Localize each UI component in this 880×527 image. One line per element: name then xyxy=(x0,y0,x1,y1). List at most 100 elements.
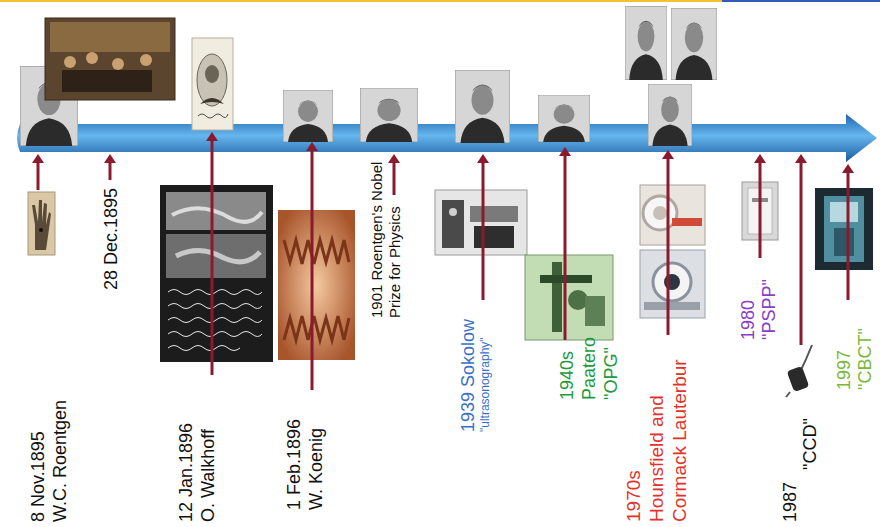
walkhoff-xray-part xyxy=(166,192,266,230)
ultrasound-photo-part xyxy=(474,226,514,248)
timeline-label: "CBCT" xyxy=(855,328,876,390)
cbct-machine-photo xyxy=(815,188,873,270)
ct-scanner-photos xyxy=(640,185,705,318)
timeline-label: O. Walkhoff xyxy=(198,429,219,522)
koenig-xray xyxy=(278,210,355,360)
timeline-label: 1901 Roentgen's Nobel xyxy=(368,162,385,318)
timeline-pins-part xyxy=(477,154,489,163)
ultrasound-photo-part xyxy=(435,190,527,255)
timeline-label: "OPG" xyxy=(601,347,622,400)
ct-scanner-photos-part xyxy=(640,185,705,245)
timeline-pins-part xyxy=(842,164,854,173)
opg-photo xyxy=(525,255,613,340)
koenig-xray-part xyxy=(284,240,349,264)
painting-photo-part xyxy=(50,22,170,52)
painting-photo-part xyxy=(64,56,76,68)
timeline-label: Hounsfield and xyxy=(646,395,668,522)
timeline-pins-part xyxy=(800,162,803,345)
walkhoff-xray-part xyxy=(168,304,262,309)
walkhoff-xray-part xyxy=(176,250,260,261)
cbct-machine-photo-part xyxy=(815,188,873,270)
cbct-machine-photo-part xyxy=(830,202,858,222)
timeline-label: 8 Nov.1895 xyxy=(28,431,49,522)
timeline-pins-part xyxy=(482,162,485,300)
timeline-label: 1940s xyxy=(557,351,578,400)
ultrasound-photo xyxy=(435,190,527,255)
hand-xray-part xyxy=(39,228,43,232)
timeline-label: 28 Dec.1895 xyxy=(101,188,122,290)
timeline-pins-part xyxy=(32,154,44,163)
cbct-machine-photo-part xyxy=(824,196,864,262)
timeline-pins-part xyxy=(847,172,850,300)
painting-photo-part xyxy=(45,18,175,100)
timeline-pins-part xyxy=(564,155,567,340)
walkhoff-xray-part xyxy=(172,208,262,222)
timeline-label: W. Koenig xyxy=(306,428,327,510)
ultrasound-photo-part xyxy=(449,208,457,216)
timeline-label: 1939 Sokolow xyxy=(458,319,479,432)
signed-portrait-part xyxy=(197,54,227,106)
walkhoff-xray-part xyxy=(166,234,266,278)
top-rule-part xyxy=(722,0,880,2)
timeline-label: 12 Jan.1896 xyxy=(176,423,197,522)
cbct-machine-photo-part xyxy=(834,228,854,256)
timeline-pins-part xyxy=(104,154,116,163)
timeline-pins-part xyxy=(109,162,112,180)
signed-portrait xyxy=(192,38,233,130)
portrait-photos-part xyxy=(283,90,333,142)
timeline-label: 1987 xyxy=(780,482,801,522)
ct-scanner-photos-part xyxy=(643,196,677,230)
timeline-pins-part xyxy=(306,142,318,151)
ccd-sensor-photo xyxy=(786,345,812,397)
koenig-xray-part xyxy=(284,316,349,340)
hand-xray-part xyxy=(32,200,51,250)
portrait-photos-part xyxy=(648,84,692,146)
ultrasound-photo-part xyxy=(442,200,464,248)
ultrasound-photo-part xyxy=(470,206,518,222)
timeline-label: "ultrasonography" xyxy=(479,337,493,432)
portrait-photos xyxy=(20,6,717,146)
painting-photo-part xyxy=(86,52,98,64)
walkhoff-xray-part xyxy=(168,346,240,351)
timeline-arrow-part xyxy=(17,114,877,162)
hand-xray-part xyxy=(28,192,55,255)
painting-photo xyxy=(45,18,175,100)
timeline-pins-part xyxy=(311,150,314,390)
signed-portrait-part xyxy=(200,98,224,104)
ccd-sensor-photo-part xyxy=(786,392,790,397)
timeline-label: "CCD" xyxy=(800,418,821,470)
timeline-label: Paatero xyxy=(579,337,600,400)
timeline-label: 1997 xyxy=(834,350,855,390)
portrait-photos-part xyxy=(538,95,590,142)
timeline-pins-part xyxy=(37,162,40,190)
painting-photo-part xyxy=(112,58,124,70)
walkhoff-xray xyxy=(160,185,273,362)
ct-scanner-photos-part xyxy=(644,302,700,310)
timeline-pins-part xyxy=(795,154,807,163)
opg-photo-part xyxy=(552,262,562,332)
timeline-label: 1980 xyxy=(738,300,759,340)
timeline-label: 1 Feb.1896 xyxy=(284,419,305,510)
timeline-label: 1970s xyxy=(623,470,645,522)
timeline-pins-part xyxy=(211,140,214,375)
signed-portrait-part xyxy=(192,38,233,130)
timeline-label: W.C. Roentgen xyxy=(50,400,71,522)
timeline-pins-part xyxy=(388,154,400,163)
timeline-pins-part xyxy=(559,147,571,156)
opg-photo-part xyxy=(585,296,605,326)
painting-photo-part xyxy=(62,70,152,92)
signed-portrait-part xyxy=(205,65,219,83)
ct-scanner-photos-part xyxy=(664,274,680,290)
timeline-label: Prize for Physics xyxy=(386,206,403,318)
portrait-photos-part xyxy=(625,6,667,80)
ct-scanner-photos-part xyxy=(653,206,667,220)
ct-scanner-photos-part xyxy=(672,218,702,226)
timeline-pins-part xyxy=(662,150,674,159)
timeline-arrow xyxy=(17,114,877,162)
hand-xray xyxy=(28,192,55,255)
timeline-pins-part xyxy=(759,162,762,258)
timeline-label: Cormack Lauterbur xyxy=(669,359,691,522)
walkhoff-xray-part xyxy=(168,290,262,295)
